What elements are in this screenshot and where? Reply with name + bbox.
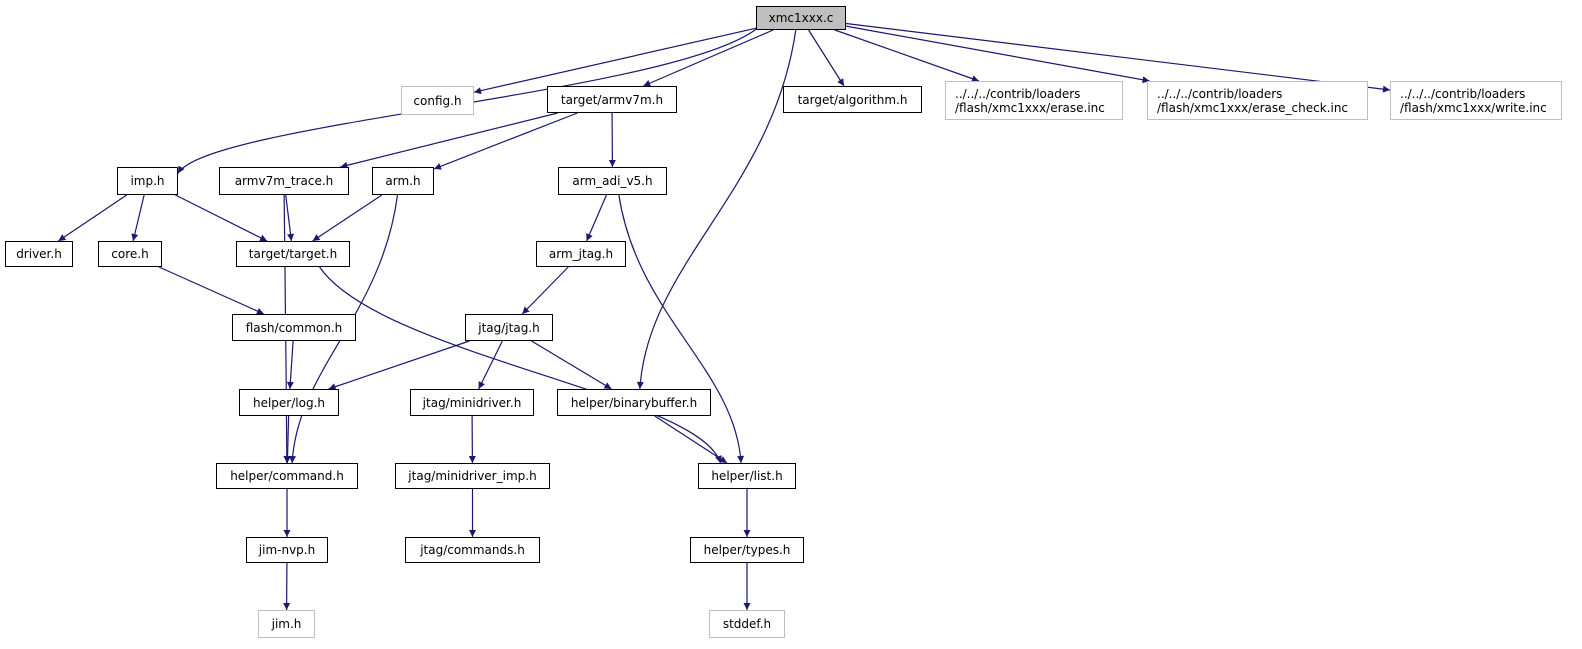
edge-binarybuffer-to-list <box>654 415 728 464</box>
edge-armv7mtrace-to-target <box>285 194 295 242</box>
node-erasecheck: ../../../contrib/loaders/flash/xmc1xxx/e… <box>1147 81 1368 120</box>
node-minidriver[interactable]: jtag/minidriver.h <box>410 389 534 416</box>
node-armv7mtrace[interactable]: armv7m_trace.h <box>219 167 349 195</box>
edge-xmc1xxx-to-algorithm <box>808 29 845 87</box>
edge-armadiv5-to-list <box>618 194 745 464</box>
node-algorithm[interactable]: target/algorithm.h <box>783 86 922 113</box>
node-write: ../../../contrib/loaders/flash/xmc1xxx/w… <box>1390 81 1562 120</box>
node-armv7m[interactable]: target/armv7m.h <box>547 86 677 113</box>
node-xmc1xxx: xmc1xxx.c <box>756 6 846 30</box>
edge-xmc1xxx-to-erasecheck <box>845 25 1150 84</box>
edge-jtag-to-log <box>328 340 470 391</box>
node-flashcommon[interactable]: flash/common.h <box>232 314 356 341</box>
node-log[interactable]: helper/log.h <box>239 389 339 416</box>
edge-jtag-to-minidriver <box>478 340 503 390</box>
node-stddef: stddef.h <box>709 610 785 638</box>
node-minidriverimp[interactable]: jtag/minidriver_imp.h <box>395 463 550 489</box>
node-driver[interactable]: driver.h <box>5 241 73 267</box>
edge-flashcommon-to-log <box>286 340 294 390</box>
edge-imp-to-core <box>131 194 145 242</box>
node-label-line: /flash/xmc1xxx/erase.inc <box>955 100 1105 115</box>
edge-xmc1xxx-to-binarybuffer <box>636 29 797 390</box>
node-target[interactable]: target/target.h <box>236 241 350 267</box>
edge-xmc1xxx-to-armv7m <box>643 29 774 87</box>
node-label-line: /flash/xmc1xxx/erase_check.inc <box>1157 100 1349 115</box>
edge-jtag-to-binarybuffer <box>531 340 612 390</box>
edge-target-to-list <box>319 266 722 464</box>
node-label-line: ../../../contrib/loaders <box>955 86 1081 101</box>
node-label-line: /flash/xmc1xxx/write.inc <box>1400 100 1547 115</box>
node-config: config.h <box>401 86 474 115</box>
edge-core-to-flashcommon <box>158 266 265 315</box>
edge-imp-to-target <box>175 194 268 242</box>
edge-armadiv5-to-armjtag <box>586 194 608 242</box>
node-jimnvp[interactable]: jim-nvp.h <box>246 537 328 563</box>
node-core[interactable]: core.h <box>98 241 162 267</box>
node-jim: jim.h <box>258 610 315 638</box>
node-jtag[interactable]: jtag/jtag.h <box>465 314 553 341</box>
edge-armv7m-to-armv7mtrace <box>340 112 558 169</box>
node-armadiv5[interactable]: arm_adi_v5.h <box>558 167 667 195</box>
node-label-line: ../../../contrib/loaders <box>1157 86 1283 101</box>
node-binarybuffer[interactable]: helper/binarybuffer.h <box>557 389 711 416</box>
node-types[interactable]: helper/types.h <box>690 537 804 563</box>
edge-xmc1xxx-to-write <box>845 22 1391 93</box>
node-arm[interactable]: arm.h <box>372 167 434 195</box>
node-list[interactable]: helper/list.h <box>698 463 796 489</box>
edge-armv7m-to-arm <box>433 112 578 170</box>
node-armjtag[interactable]: arm_jtag.h <box>536 241 626 267</box>
edge-xmc1xxx-to-config <box>473 27 757 95</box>
edge-log-to-command <box>284 415 292 464</box>
node-command[interactable]: helper/command.h <box>216 463 358 489</box>
node-erase: ../../../contrib/loaders/flash/xmc1xxx/e… <box>945 81 1123 120</box>
edge-imp-to-driver <box>57 194 128 242</box>
node-label-line: ../../../contrib/loaders <box>1400 86 1526 101</box>
edge-arm-to-target <box>312 194 383 242</box>
node-imp[interactable]: imp.h <box>117 167 178 195</box>
edge-armjtag-to-jtag <box>521 266 569 315</box>
node-commands[interactable]: jtag/commands.h <box>405 537 540 563</box>
edge-xmc1xxx-to-erase <box>834 29 980 82</box>
